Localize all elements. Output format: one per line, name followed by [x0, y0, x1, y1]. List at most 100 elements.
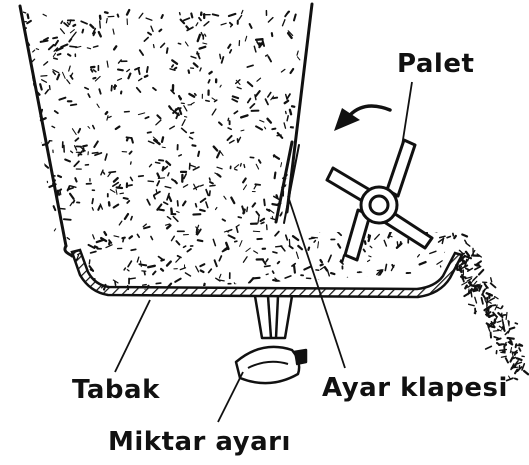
grain-speck [184, 106, 187, 111]
grain-speck [501, 356, 506, 357]
grain-speck [29, 175, 32, 178]
grain-speck [362, 174, 363, 176]
grain-speck [458, 160, 460, 167]
grain-speck [21, 286, 23, 287]
grain-speck [437, 261, 442, 265]
grain-speck [324, 202, 327, 203]
grain-speck [244, 165, 245, 168]
grain-speck [454, 275, 455, 280]
grain-speck [147, 67, 148, 72]
grain-speck [21, 93, 25, 95]
grain-speck [103, 172, 104, 174]
grain-speck [130, 152, 132, 154]
grain-speck [145, 76, 148, 77]
grain-speck [275, 173, 276, 179]
grain-speck [67, 80, 70, 84]
grain-speck [246, 248, 250, 251]
grain-speck [33, 180, 35, 182]
grain-speck [224, 196, 226, 199]
grain-speck [157, 174, 159, 178]
grain-speck [124, 268, 125, 270]
grain-speck [138, 68, 139, 74]
grain-speck [172, 179, 174, 180]
grain-speck [114, 46, 116, 49]
grain-speck [56, 274, 60, 279]
grain-speck [167, 217, 170, 219]
grain-speck [110, 190, 115, 193]
grain-speck [175, 68, 177, 69]
grain-speck [266, 99, 269, 104]
grain-speck [298, 246, 302, 249]
grain-speck [375, 156, 379, 161]
grain-speck [175, 279, 181, 282]
grain-speck [302, 154, 305, 159]
grain-speck [176, 241, 179, 244]
grain-speck [147, 200, 150, 205]
label-palet: Palet [397, 49, 474, 79]
grain-speck [330, 209, 331, 211]
grain-speck [151, 26, 153, 31]
grain-speck [228, 136, 232, 140]
grain-speck [191, 103, 194, 105]
grain-speck [254, 251, 258, 253]
grain-speck [40, 229, 41, 232]
grain-speck [114, 86, 116, 87]
grain-speck [75, 178, 76, 181]
grain-speck [409, 169, 410, 172]
grain-speck [88, 94, 90, 97]
grain-speck [157, 115, 160, 118]
grain-speck [319, 193, 320, 199]
grain-speck [179, 108, 181, 114]
flap-inner [284, 145, 299, 223]
grain-speck [167, 225, 170, 228]
grain-speck [62, 263, 65, 267]
grain-speck [308, 248, 309, 250]
grain-speck [301, 175, 303, 176]
grain-speck [179, 155, 182, 156]
grain-speck [193, 167, 199, 170]
grain-speck [139, 79, 142, 81]
grain-speck [260, 120, 264, 122]
grain-speck [127, 10, 129, 15]
grain-speck [144, 271, 145, 274]
grain-speck [198, 35, 200, 41]
grain-speck [491, 278, 492, 282]
grain-speck [337, 231, 341, 235]
grain-speck [180, 13, 181, 15]
grain-speck [38, 230, 41, 235]
grain-speck [320, 178, 321, 184]
grain-speck [127, 138, 128, 140]
grain-speck [502, 306, 503, 308]
leader-tabak [115, 300, 150, 372]
grain-speck [182, 120, 185, 126]
grain-speck [217, 167, 222, 169]
grain-speck [283, 20, 285, 26]
grain-speck [418, 255, 420, 257]
grain-speck [462, 276, 463, 279]
grain-speck [451, 211, 456, 214]
grain-speck [24, 289, 26, 291]
grain-speck [368, 260, 370, 261]
grain-speck [501, 352, 505, 353]
grain-speck [186, 26, 188, 28]
grain-speck [235, 169, 237, 170]
grain-speck [400, 242, 401, 245]
grain-speck [164, 167, 167, 170]
grain-speck [234, 165, 238, 169]
grain-speck [27, 169, 29, 172]
grain-speck [91, 270, 94, 271]
grain-speck [390, 236, 392, 237]
grain-speck [450, 195, 452, 199]
grain-speck [519, 348, 520, 351]
grain-speck [384, 240, 386, 246]
grain-speck [257, 78, 261, 81]
grain-speck [477, 261, 481, 264]
grain-speck [508, 338, 514, 339]
grain-speck [223, 219, 226, 221]
grain-speck [198, 240, 203, 241]
grain-speck [327, 270, 329, 276]
grain-speck [256, 164, 258, 169]
grain-speck [159, 257, 163, 260]
grain-speck [27, 21, 31, 23]
grain-speck [327, 164, 328, 166]
